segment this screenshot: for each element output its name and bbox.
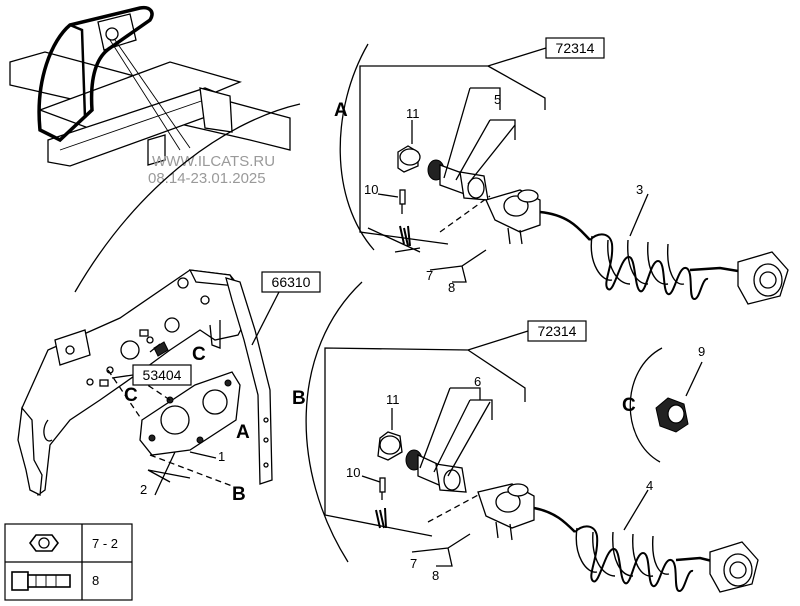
callout-11-top: 11	[406, 106, 420, 121]
callout-10-top: 10	[364, 182, 378, 197]
svg-text:66310: 66310	[272, 274, 311, 290]
ref-box-72314-bottom[interactable]: 72314	[527, 320, 587, 342]
section-b-arc	[305, 281, 363, 563]
section-c-letter: C	[622, 395, 636, 416]
ref-box-66310[interactable]: 66310	[261, 271, 321, 293]
legend-bolt-label: 8	[92, 573, 99, 588]
callout-2: 2	[140, 482, 147, 497]
coiled-cable-4	[477, 483, 759, 593]
section-c-arc	[629, 347, 663, 463]
section-a-arc	[339, 43, 375, 251]
callout-11-bottom: 11	[386, 392, 400, 407]
svg-text:72314: 72314	[538, 323, 577, 339]
bracket-label-c1: C	[192, 344, 206, 365]
hex-nut-icon	[29, 534, 59, 552]
watermark-stamp: 08.14-23.01.2025	[148, 170, 266, 187]
grommet-11-bottom	[377, 408, 403, 461]
socket-housing-5	[427, 87, 516, 201]
bolt-icon	[11, 571, 71, 591]
callout-9: 9	[698, 344, 705, 359]
callout-8-bottom: 8	[432, 568, 439, 583]
watermark-site: WWW.ILCATS.RU	[152, 153, 275, 170]
socket-housing-6	[405, 387, 493, 493]
coiled-cable-3	[485, 189, 789, 305]
callout-3: 3	[636, 182, 643, 197]
pin-10-bottom	[361, 475, 386, 500]
ref-box-72314-top[interactable]: 72314	[545, 37, 605, 59]
callout-1: 1	[218, 449, 225, 464]
adapter-9	[655, 361, 703, 433]
callout-8-top: 8	[448, 280, 455, 295]
support-post	[225, 277, 281, 485]
ref-box-53404[interactable]: 53404	[132, 364, 192, 386]
legend-nut-label: 7 - 2	[92, 536, 118, 551]
callout-7-top: 7	[426, 268, 433, 283]
svg-text:72314: 72314	[556, 40, 595, 56]
grommet-11	[397, 120, 421, 173]
frame-rail-detail	[9, 5, 291, 167]
mounting-plate	[107, 369, 241, 487]
callout-6: 6	[474, 374, 481, 389]
bracket-label-b: B	[232, 484, 246, 505]
svg-text:53404: 53404	[143, 367, 182, 383]
pin-10	[377, 189, 406, 214]
detail-separator-arc	[74, 103, 301, 293]
fastener-legend: 7 - 2 8	[4, 523, 133, 601]
callout-5: 5	[494, 92, 501, 107]
bracket-label-c2: C	[124, 385, 138, 406]
callout-7-bottom: 7	[410, 556, 417, 571]
wire-bundle-top	[367, 225, 421, 253]
section-b-letter: B	[292, 388, 306, 409]
callout-10-bottom: 10	[346, 465, 360, 480]
bracket-label-a: A	[236, 422, 250, 443]
callout-4: 4	[646, 478, 653, 493]
wire-bundle-bottom	[375, 507, 387, 529]
section-a-letter: A	[334, 100, 348, 121]
